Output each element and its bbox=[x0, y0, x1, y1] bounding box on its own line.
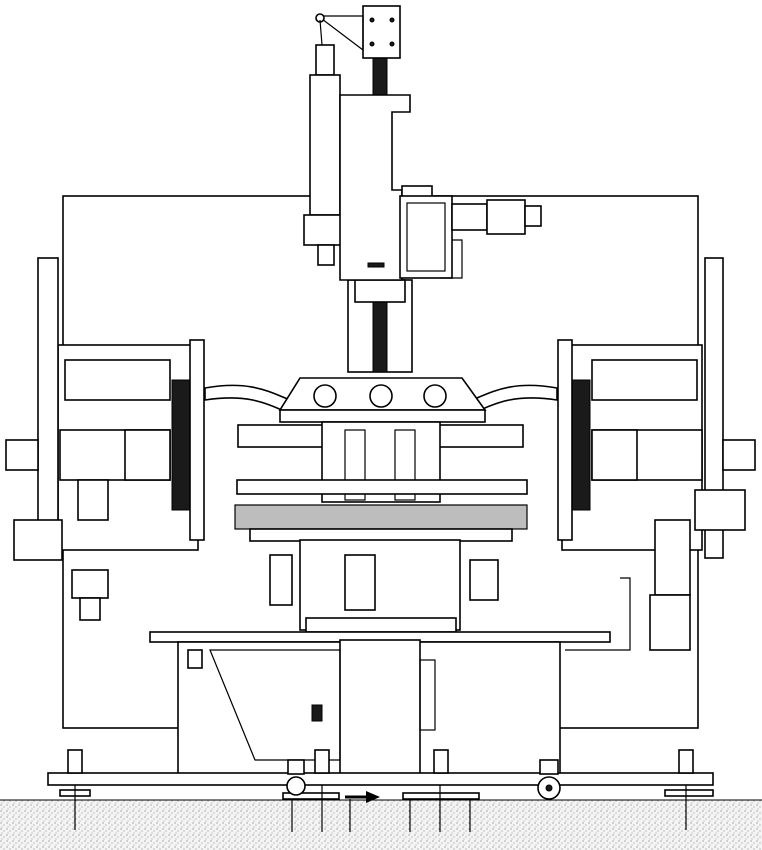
base-cabinet bbox=[177, 639, 561, 776]
servo-motor bbox=[399, 185, 542, 279]
direction-arrow-icon bbox=[345, 791, 380, 803]
lower-mechanism bbox=[269, 539, 499, 633]
caster-wheel bbox=[286, 759, 561, 800]
spindle-assembly bbox=[234, 421, 528, 542]
pneumatic-cylinder bbox=[303, 19, 345, 266]
carriage-plate bbox=[339, 94, 411, 281]
right-wheel-assembly bbox=[557, 257, 756, 651]
ground bbox=[0, 799, 762, 850]
leveling-feet bbox=[59, 749, 714, 832]
rotary-head bbox=[278, 377, 487, 423]
base-rail bbox=[47, 772, 714, 786]
left-wheel-assembly bbox=[5, 257, 205, 621]
